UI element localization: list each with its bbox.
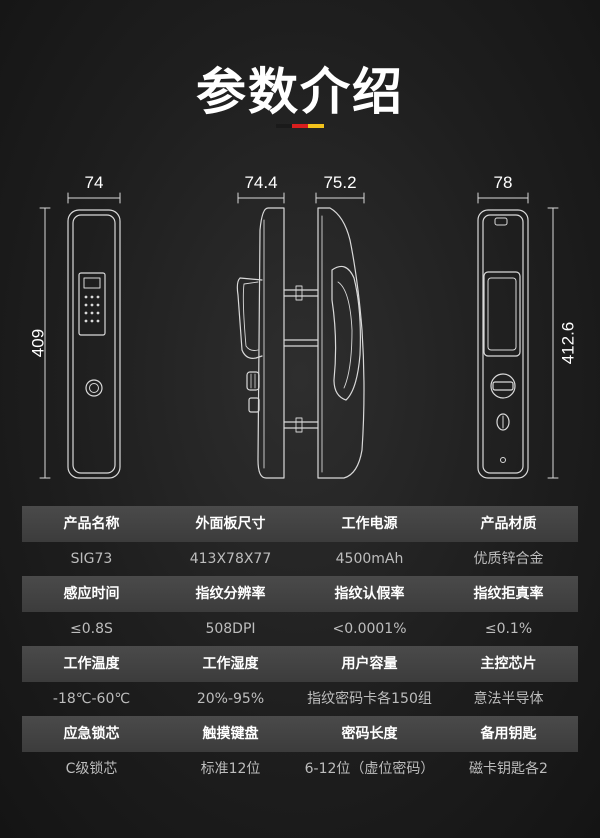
spec-header: 主控芯片 bbox=[480, 656, 537, 672]
back-width-label: 78 bbox=[494, 173, 513, 192]
side-outer-width-label: 75.2 bbox=[323, 173, 356, 192]
side-view-drawing bbox=[236, 192, 365, 479]
spec-value: 413X78X77 bbox=[189, 551, 272, 567]
spec-value: <0.0001% bbox=[332, 621, 407, 637]
spec-header: 指纹分辨率 bbox=[195, 586, 266, 602]
spec-header-row: 工作温度 工作湿度 用户容量 主控芯片 bbox=[22, 646, 578, 682]
spec-header-row: 感应时间 指纹分辨率 指纹认假率 指纹拒真率 bbox=[22, 576, 578, 612]
spec-header: 外面板尺寸 bbox=[195, 516, 266, 532]
spec-value: 意法半导体 bbox=[473, 691, 544, 707]
spec-table: 产品名称 外面板尺寸 工作电源 产品材质 SIG73 413X78X77 450… bbox=[22, 506, 578, 786]
front-height-label: 409 bbox=[29, 329, 48, 357]
spec-header: 备用钥匙 bbox=[480, 726, 537, 742]
spec-header: 密码长度 bbox=[341, 726, 398, 742]
spec-header: 指纹拒真率 bbox=[473, 586, 544, 602]
back-view-drawing bbox=[477, 192, 559, 479]
spec-header-row: 产品名称 外面板尺寸 工作电源 产品材质 bbox=[22, 506, 578, 542]
product-dimension-diagram: 74 409 74.4 75.2 78 412.6 bbox=[29, 173, 578, 479]
accent-red bbox=[292, 124, 308, 128]
front-width-label: 74 bbox=[85, 173, 104, 192]
spec-value: 磁卡钥匙各2 bbox=[469, 761, 548, 777]
side-inner-width-label: 74.4 bbox=[244, 173, 277, 192]
spec-value-row: -18℃-60℃ 20%-95% 指纹密码卡各150组 意法半导体 bbox=[22, 682, 578, 716]
spec-value: ≤0.8S bbox=[70, 621, 113, 637]
accent-black bbox=[276, 124, 292, 128]
spec-value-row: C级锁芯 标准12位 6-12位（虚位密码） 磁卡钥匙各2 bbox=[22, 752, 578, 786]
spec-value: 508DPI bbox=[205, 621, 256, 637]
spec-header: 产品名称 bbox=[63, 516, 120, 532]
spec-value-row: ≤0.8S 508DPI <0.0001% ≤0.1% bbox=[22, 612, 578, 646]
spec-value: 4500mAh bbox=[335, 551, 404, 567]
spec-value: 20%-95% bbox=[196, 691, 265, 707]
spec-header: 用户容量 bbox=[341, 656, 398, 672]
front-view-drawing bbox=[39, 192, 121, 479]
spec-header-row: 应急锁芯 触摸键盘 密码长度 备用钥匙 bbox=[22, 716, 578, 752]
back-height-label: 412.6 bbox=[559, 322, 578, 365]
spec-value: 6-12位（虚位密码） bbox=[304, 761, 435, 777]
spec-header: 指纹认假率 bbox=[334, 586, 405, 602]
spec-value: SIG73 bbox=[70, 551, 113, 567]
spec-header: 感应时间 bbox=[63, 586, 120, 602]
spec-header: 工作电源 bbox=[341, 516, 398, 532]
spec-value-row: SIG73 413X78X77 4500mAh 优质锌合金 bbox=[22, 542, 578, 576]
spec-value: 指纹密码卡各150组 bbox=[307, 691, 432, 707]
spec-header: 产品材质 bbox=[480, 516, 537, 532]
spec-header: 应急锁芯 bbox=[63, 726, 120, 742]
title-accent-bar bbox=[276, 124, 324, 128]
spec-header: 工作温度 bbox=[63, 656, 120, 672]
spec-header: 触摸键盘 bbox=[202, 726, 259, 742]
spec-value: ≤0.1% bbox=[484, 621, 533, 637]
spec-header: 工作湿度 bbox=[202, 656, 259, 672]
page-title: 参数介绍 bbox=[196, 63, 404, 121]
spec-value: 标准12位 bbox=[200, 761, 261, 777]
spec-value: -18℃-60℃ bbox=[52, 691, 131, 707]
accent-yellow bbox=[308, 124, 324, 128]
spec-value: C级锁芯 bbox=[65, 761, 118, 777]
spec-value: 优质锌合金 bbox=[473, 551, 544, 567]
